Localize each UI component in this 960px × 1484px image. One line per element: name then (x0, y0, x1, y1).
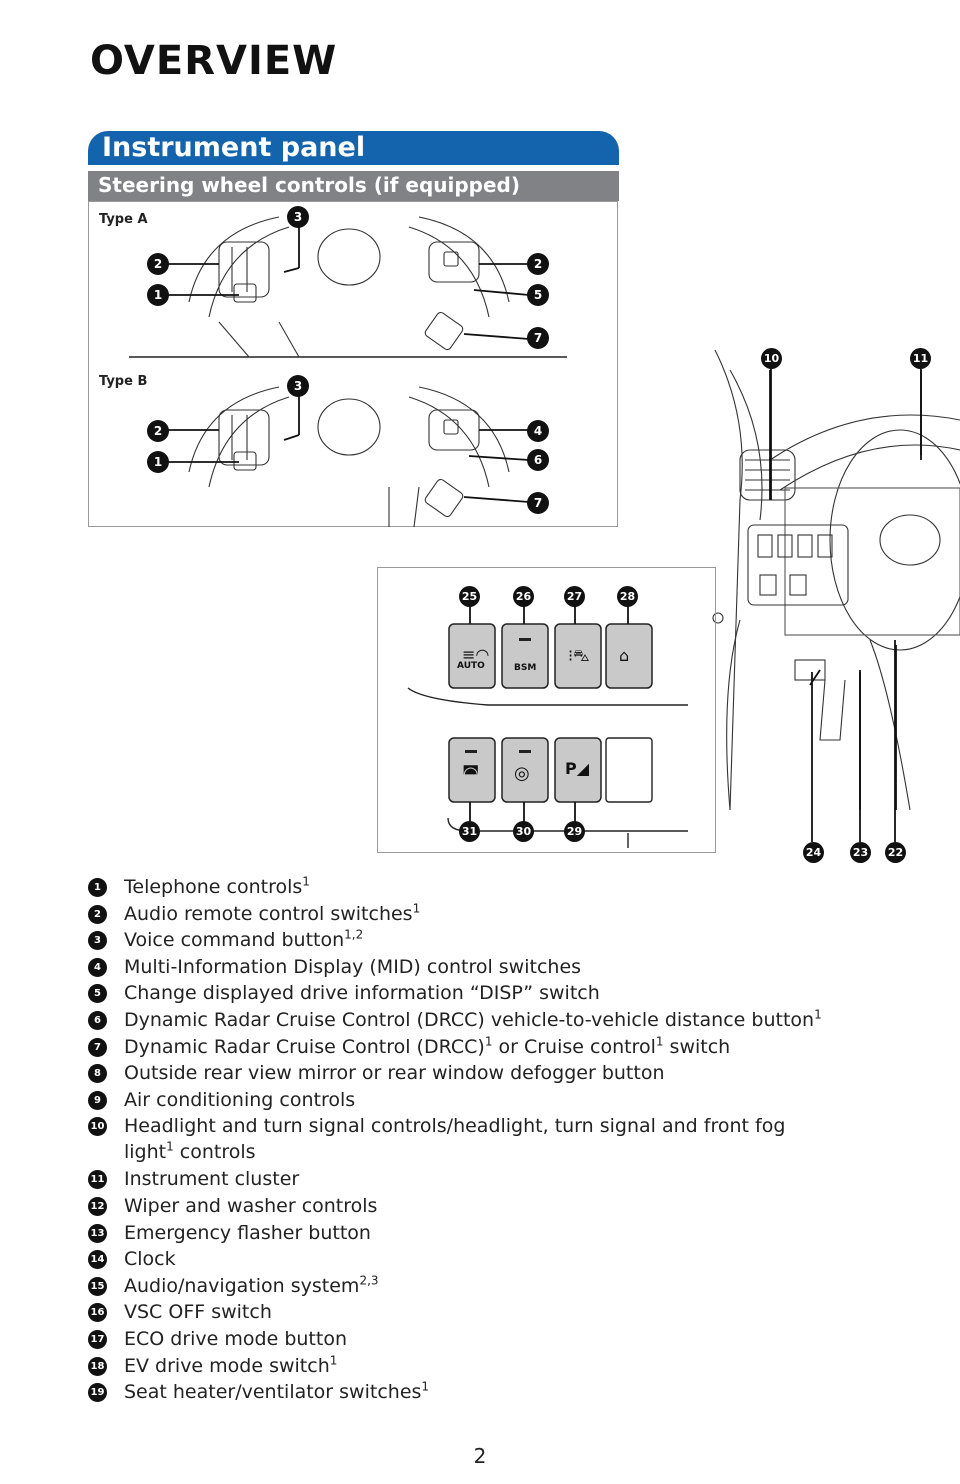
callout-number: 3 (287, 206, 309, 228)
page-number: 2 (473, 1444, 487, 1468)
wheel-rim-line (408, 226, 490, 318)
callout-number: 4 (527, 420, 549, 442)
auto-switch-label: AUTO (457, 661, 485, 671)
steering-heater-icon: ◎ (514, 763, 530, 784)
horn-pad (317, 228, 381, 286)
callout-number: 30 (513, 821, 534, 842)
indicator-light (519, 638, 531, 641)
lower-panel (747, 524, 849, 606)
callout-number: 29 (564, 821, 585, 842)
power-liftgate-icon: ⌂ (619, 646, 630, 665)
callout-number: 11 (910, 348, 931, 369)
panel-edge (407, 687, 688, 706)
dashboard-illustration: 10 11 (710, 340, 960, 810)
wheel-rim-line (208, 226, 290, 318)
callout-number: 1 (147, 451, 169, 473)
wheel-rim-line (418, 216, 510, 303)
callout-number: 2 (527, 253, 549, 275)
horn-pad (879, 514, 941, 566)
callout-number: 23 (850, 842, 871, 863)
callout-number: 26 (513, 586, 534, 607)
callout-number: 25 (459, 586, 480, 607)
leader-lines (167, 222, 530, 503)
console-switch-drawing (407, 603, 688, 848)
steering-wheel-drawing (129, 216, 567, 528)
cruise-lever (424, 311, 464, 351)
steering-wheel (829, 429, 960, 651)
rear-defogger-icon: ◚ (462, 763, 480, 784)
type-b-label: Type B (99, 374, 148, 389)
switch-button (605, 623, 653, 689)
callout-number: 7 (527, 492, 549, 514)
section-title: Instrument panel (102, 132, 366, 163)
callout-number: 27 (564, 586, 585, 607)
subsection-title: Steering wheel controls (if equipped) (98, 173, 521, 197)
console-switch-illustration: 25 26 27 28 31 30 29 AUTO BSM ≡◠ ⁝⛍ ⌂ ◚ … (377, 567, 716, 853)
callout-number: 6 (527, 449, 549, 471)
switch-button (448, 623, 496, 689)
blank-switch (605, 737, 653, 803)
section-header-bar: Instrument panel (88, 131, 619, 165)
callout-number: 28 (617, 586, 638, 607)
subsection-header-bar: Steering wheel controls (if equipped) (88, 171, 619, 201)
a-pillar (714, 349, 743, 810)
bsm-switch-label: BSM (514, 663, 537, 673)
air-vent (739, 449, 796, 501)
callout-number: 3 (287, 375, 309, 397)
switch-button (448, 737, 496, 803)
auto-high-beam-icon: ≡◠ (462, 645, 490, 664)
callout-number: 7 (527, 327, 549, 349)
switch-button (501, 623, 549, 689)
callout-number: 5 (527, 284, 549, 306)
type-a-label: Type A (99, 212, 148, 227)
wheel-rim-line (188, 216, 280, 303)
switch-button (501, 737, 549, 803)
dashboard-drawing (712, 349, 960, 810)
lane-departure-icon: ⁝⛍ (568, 646, 590, 665)
steering-wheel-illustration: Type A Type B 3 2 1 2 5 7 3 2 1 4 6 7 (88, 201, 618, 528)
callout-number: 10 (761, 348, 782, 369)
indicator-light (465, 750, 477, 753)
callout-number: 2 (147, 420, 169, 442)
page-title: OVERVIEW (90, 38, 338, 84)
callout-number: 22 (885, 842, 906, 863)
callout-number: 31 (459, 821, 480, 842)
switch-button (554, 737, 602, 803)
horn-pad (317, 398, 381, 456)
lower-switch (794, 659, 826, 681)
callout-number: 24 (803, 842, 824, 863)
switch-button (554, 623, 602, 689)
telephone-switch (233, 283, 257, 303)
indicator-light (519, 750, 531, 753)
parking-assist-icon: P◢ (565, 759, 590, 778)
callout-number: 1 (147, 284, 169, 306)
right-switch-panel (428, 241, 480, 283)
highlight-frame (784, 487, 960, 636)
left-switch-panel (218, 241, 270, 298)
callout-number: 2 (147, 253, 169, 275)
